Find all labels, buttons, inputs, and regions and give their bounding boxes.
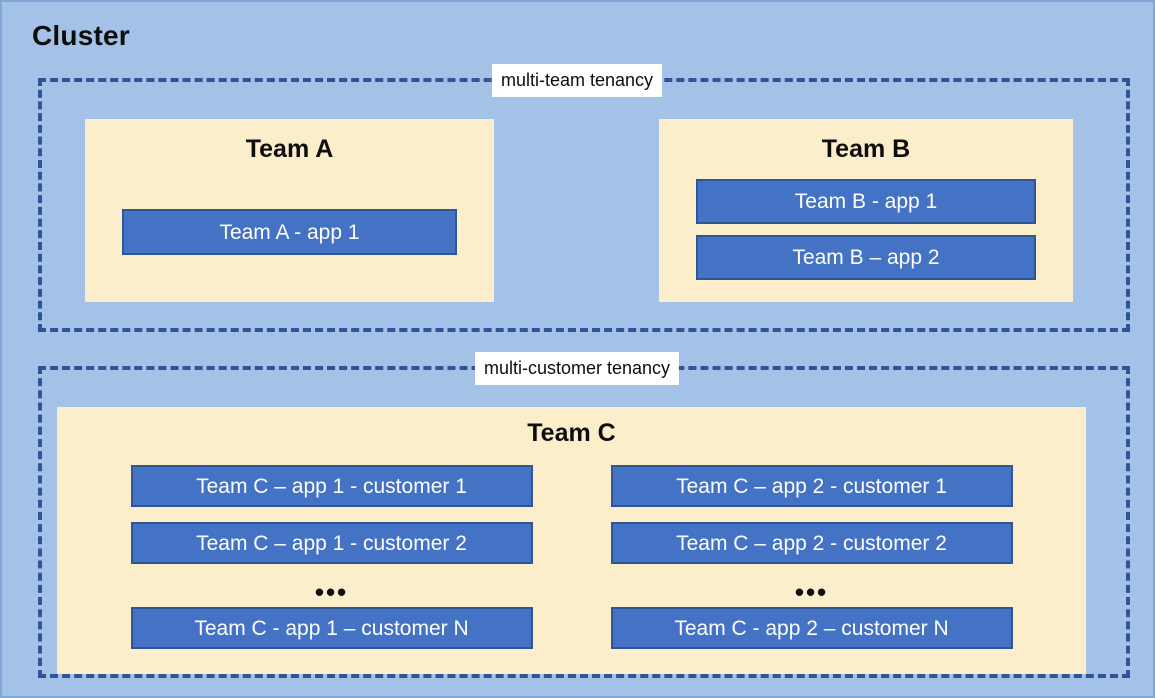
- app-box-team-c-app-2-customer-1[interactable]: Team C – app 2 - customer 1: [610, 465, 1013, 507]
- team-title-team-b: Team B: [821, 135, 911, 163]
- team-box-team-c: Team C Team C – app 1 - customer 1 Team …: [57, 407, 1086, 674]
- zone-label-multi-team-tenancy: multi-team tenancy: [491, 64, 663, 97]
- app-list-team-b: Team B - app 1 Team B – app 2: [696, 179, 1036, 280]
- app-box-team-c-app-1-customer-n[interactable]: Team C - app 1 – customer N: [130, 607, 533, 649]
- app-box-team-b-app-1[interactable]: Team B - app 1: [696, 179, 1036, 224]
- app-box-team-c-app-1-customer-2[interactable]: Team C – app 1 - customer 2: [130, 522, 533, 564]
- ellipsis-team-c-app-1: •••: [314, 577, 349, 607]
- app-box-team-c-app-2-customer-2[interactable]: Team C – app 2 - customer 2: [610, 522, 1013, 564]
- team-title-team-a: Team A: [245, 135, 334, 163]
- ellipsis-team-c-app-2: •••: [794, 577, 829, 607]
- team-box-team-b: Team B Team B - app 1 Team B – app 2: [659, 119, 1073, 302]
- app-box-team-b-app-2[interactable]: Team B – app 2: [696, 235, 1036, 280]
- app-box-team-c-app-2-customer-n[interactable]: Team C - app 2 – customer N: [610, 607, 1013, 649]
- team-title-team-c: Team C: [527, 419, 616, 447]
- app-box-team-a-app-1[interactable]: Team A - app 1: [122, 209, 457, 255]
- app-list-team-a: Team A - app 1: [122, 209, 457, 255]
- app-box-team-c-app-1-customer-1[interactable]: Team C – app 1 - customer 1: [130, 465, 533, 507]
- zone-label-multi-customer-tenancy: multi-customer tenancy: [474, 352, 680, 385]
- app-column-team-c-app-1: Team C – app 1 - customer 1 Team C – app…: [130, 465, 533, 649]
- page-title: Cluster: [32, 20, 130, 51]
- app-column-team-c-app-2: Team C – app 2 - customer 1 Team C – app…: [610, 465, 1013, 649]
- team-box-team-a: Team A Team A - app 1: [85, 119, 494, 302]
- app-columns-team-c: Team C – app 1 - customer 1 Team C – app…: [57, 465, 1086, 649]
